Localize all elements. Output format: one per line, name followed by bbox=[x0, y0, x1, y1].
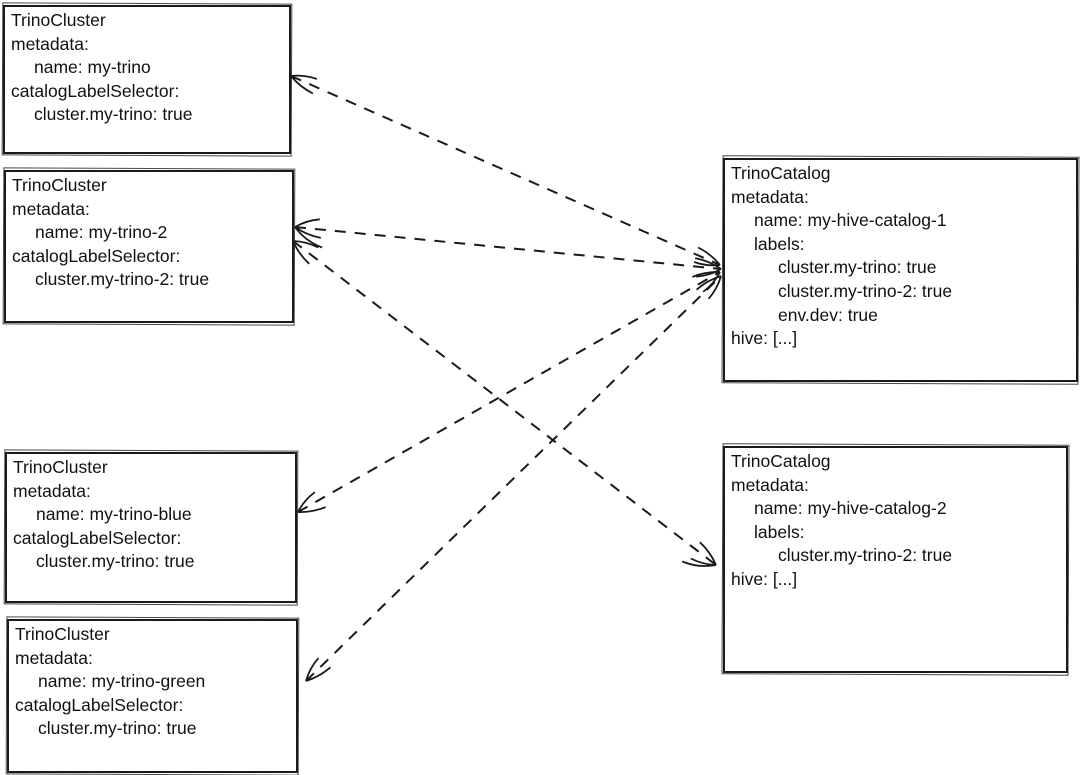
arrowhead bbox=[292, 240, 310, 265]
arrowhead bbox=[693, 261, 721, 267]
arrowhead bbox=[297, 491, 316, 513]
yaml-line: cluster.my-trino: true bbox=[778, 257, 937, 278]
yaml-line: TrinoCluster bbox=[12, 175, 107, 195]
yaml-line: cluster.my-trino-2: true bbox=[778, 545, 953, 566]
connection-line bbox=[294, 226, 722, 270]
yaml-line: name: my-hive-catalog-2 bbox=[754, 498, 947, 519]
yaml-line: cluster.my-trino-2: true bbox=[35, 269, 210, 290]
arrowhead bbox=[692, 271, 721, 278]
arrowhead bbox=[290, 74, 318, 80]
arrowhead bbox=[707, 275, 722, 300]
yaml-line: cluster.my-trino-2: true bbox=[778, 280, 953, 301]
yaml-line: name: my-trino-2 bbox=[35, 222, 168, 243]
arrowhead bbox=[305, 657, 320, 682]
yaml-line: metadata: bbox=[731, 186, 809, 207]
yaml-line: cluster.my-trino: true bbox=[36, 551, 195, 572]
yaml-text: TrinoCatalog metadata: name: my-hive-catal… bbox=[731, 450, 1060, 592]
yaml-line: catalogLabelSelector: bbox=[13, 527, 182, 548]
arrowhead bbox=[292, 240, 319, 249]
yaml-line: cluster.my-trino: true bbox=[34, 104, 193, 125]
yaml-text: TrinoCluster metadata: name: my-trino-blue… bbox=[13, 456, 289, 574]
connection-line bbox=[297, 271, 721, 513]
arrowhead bbox=[696, 275, 722, 291]
connection-line bbox=[292, 240, 717, 566]
trinocatalog-my-hive-catalog-1-box: TrinoCatalog metadata: name: my-hive-catal… bbox=[723, 158, 1078, 382]
yaml-line: env.dev: true bbox=[778, 304, 878, 325]
connection-line bbox=[305, 275, 722, 682]
yaml-line: catalogLabelSelector: bbox=[12, 245, 181, 266]
yaml-line: metadata: bbox=[12, 198, 90, 219]
yaml-line: metadata: bbox=[11, 33, 89, 54]
yaml-text: TrinoCluster metadata: name: my-trino-gree… bbox=[15, 623, 290, 741]
yaml-line: catalogLabelSelector: bbox=[15, 694, 184, 715]
yaml-line: TrinoCatalog bbox=[731, 163, 831, 183]
yaml-line: name: my-hive-catalog-1 bbox=[754, 210, 947, 231]
yaml-line: hive: [...] bbox=[731, 328, 798, 349]
arrowhead bbox=[681, 560, 717, 567]
arrowhead bbox=[699, 541, 717, 566]
yaml-line: TrinoCluster bbox=[11, 10, 106, 30]
trinocatalog-my-hive-catalog-2-box: TrinoCatalog metadata: name: my-hive-catal… bbox=[723, 446, 1068, 673]
yaml-text: TrinoCatalog metadata: name: my-hive-catal… bbox=[731, 162, 1070, 351]
connection-line bbox=[290, 75, 721, 266]
yaml-line: metadata: bbox=[13, 480, 91, 501]
yaml-line: hive: [...] bbox=[731, 568, 798, 589]
yaml-line: catalogLabelSelector: bbox=[11, 80, 180, 101]
arrowhead bbox=[290, 75, 314, 95]
yaml-line: metadata: bbox=[731, 474, 809, 495]
arrowhead bbox=[294, 226, 323, 249]
yaml-line: metadata: bbox=[15, 647, 93, 668]
arrowhead bbox=[696, 268, 722, 278]
arrowhead bbox=[697, 246, 721, 266]
trinocluster-my-trino-green-box: TrinoCluster metadata: name: my-trino-gree… bbox=[7, 619, 298, 773]
arrowhead bbox=[297, 506, 326, 513]
yaml-line: TrinoCluster bbox=[15, 624, 110, 644]
arrowhead bbox=[305, 666, 331, 682]
yaml-line: name: my-trino-green bbox=[38, 671, 206, 692]
yaml-line: TrinoCluster bbox=[13, 457, 108, 477]
yaml-line: cluster.my-trino: true bbox=[38, 718, 197, 739]
yaml-line: labels: bbox=[754, 233, 805, 254]
arrowhead bbox=[695, 257, 722, 270]
trinocluster-my-trino-blue-box: TrinoCluster metadata: name: my-trino-blue… bbox=[5, 452, 297, 603]
arrowhead bbox=[294, 218, 320, 228]
yaml-line: name: my-trino-blue bbox=[36, 504, 192, 525]
yaml-line: TrinoCatalog bbox=[731, 451, 831, 471]
yaml-line: name: my-trino bbox=[34, 57, 151, 78]
yaml-line: labels: bbox=[754, 521, 805, 542]
